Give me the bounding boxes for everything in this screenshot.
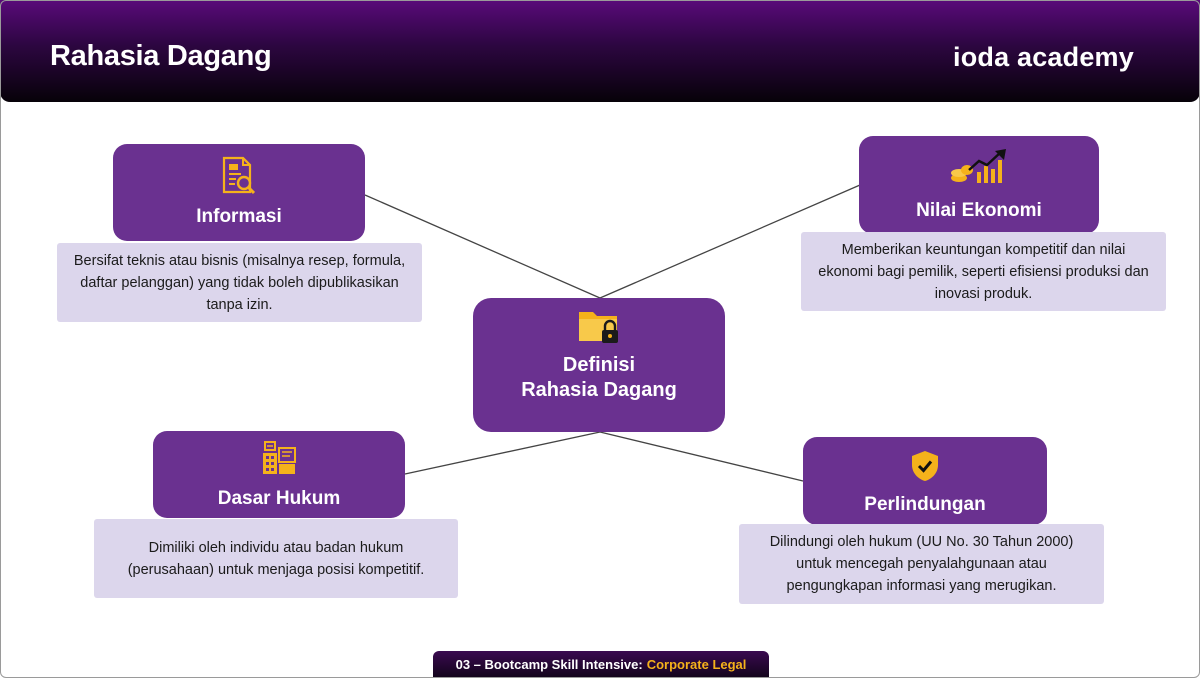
center-title-line1: Definisi: [562, 354, 636, 376]
node-dasar-hukum: Dasar Hukum: [153, 431, 405, 518]
connector-informasi: [364, 194, 601, 299]
desc-dasar-hukum: Dimiliki oleh individu atau badan hukum …: [94, 519, 458, 598]
footer-prefix: 03 – Bootcamp Skill Intensive:: [455, 657, 643, 672]
page-title: Rahasia Dagang: [50, 40, 272, 72]
center-title-line2: Rahasia Dagang: [521, 379, 677, 401]
footer-highlight: Corporate Legal: [646, 657, 747, 672]
connector-nilai: [599, 184, 861, 299]
desc-nilai-ekonomi: Memberikan keuntungan kompetitif dan nil…: [801, 232, 1166, 311]
brand-logo: ioda academy: [953, 42, 1134, 72]
node-nilai-ekonomi-label: Nilai Ekonomi: [916, 200, 1042, 221]
legal-building-icon: [261, 440, 297, 481]
desc-perlindungan-text: Dilindungi oleh hukum (UU No. 30 Tahun 2…: [769, 534, 1074, 594]
node-informasi-label: Informasi: [196, 206, 282, 227]
center-title: Definisi Rahasia Dagang: [473, 353, 725, 403]
shield-check-icon: [909, 449, 941, 488]
connector-perlindungan: [599, 431, 804, 482]
locked-folder-icon: [577, 306, 621, 351]
node-informasi: Informasi: [113, 144, 365, 241]
node-perlindungan-label: Perlindungan: [864, 494, 986, 515]
header-bar: Rahasia Dagang ioda academy: [0, 0, 1200, 102]
document-search-icon: [221, 156, 257, 201]
footer-tag: 03 – Bootcamp Skill Intensive: Corporate…: [433, 651, 769, 678]
desc-informasi-text: Bersifat teknis atau bisnis (misalnya re…: [73, 252, 406, 313]
desc-perlindungan: Dilindungi oleh hukum (UU No. 30 Tahun 2…: [739, 524, 1104, 604]
node-dasar-hukum-label: Dasar Hukum: [217, 488, 341, 509]
desc-dasar-hukum-text: Dimiliki oleh individu atau badan hukum …: [127, 539, 425, 578]
node-perlindungan: Perlindungan: [803, 437, 1047, 525]
node-nilai-ekonomi: Nilai Ekonomi: [859, 136, 1099, 234]
desc-nilai-ekonomi-text: Memberikan keuntungan kompetitif dan nil…: [818, 241, 1149, 302]
desc-informasi: Bersifat teknis atau bisnis (misalnya re…: [57, 243, 422, 322]
money-growth-icon: [949, 148, 1009, 191]
connector-dasar: [404, 431, 601, 475]
node-center: Definisi Rahasia Dagang: [473, 298, 725, 432]
